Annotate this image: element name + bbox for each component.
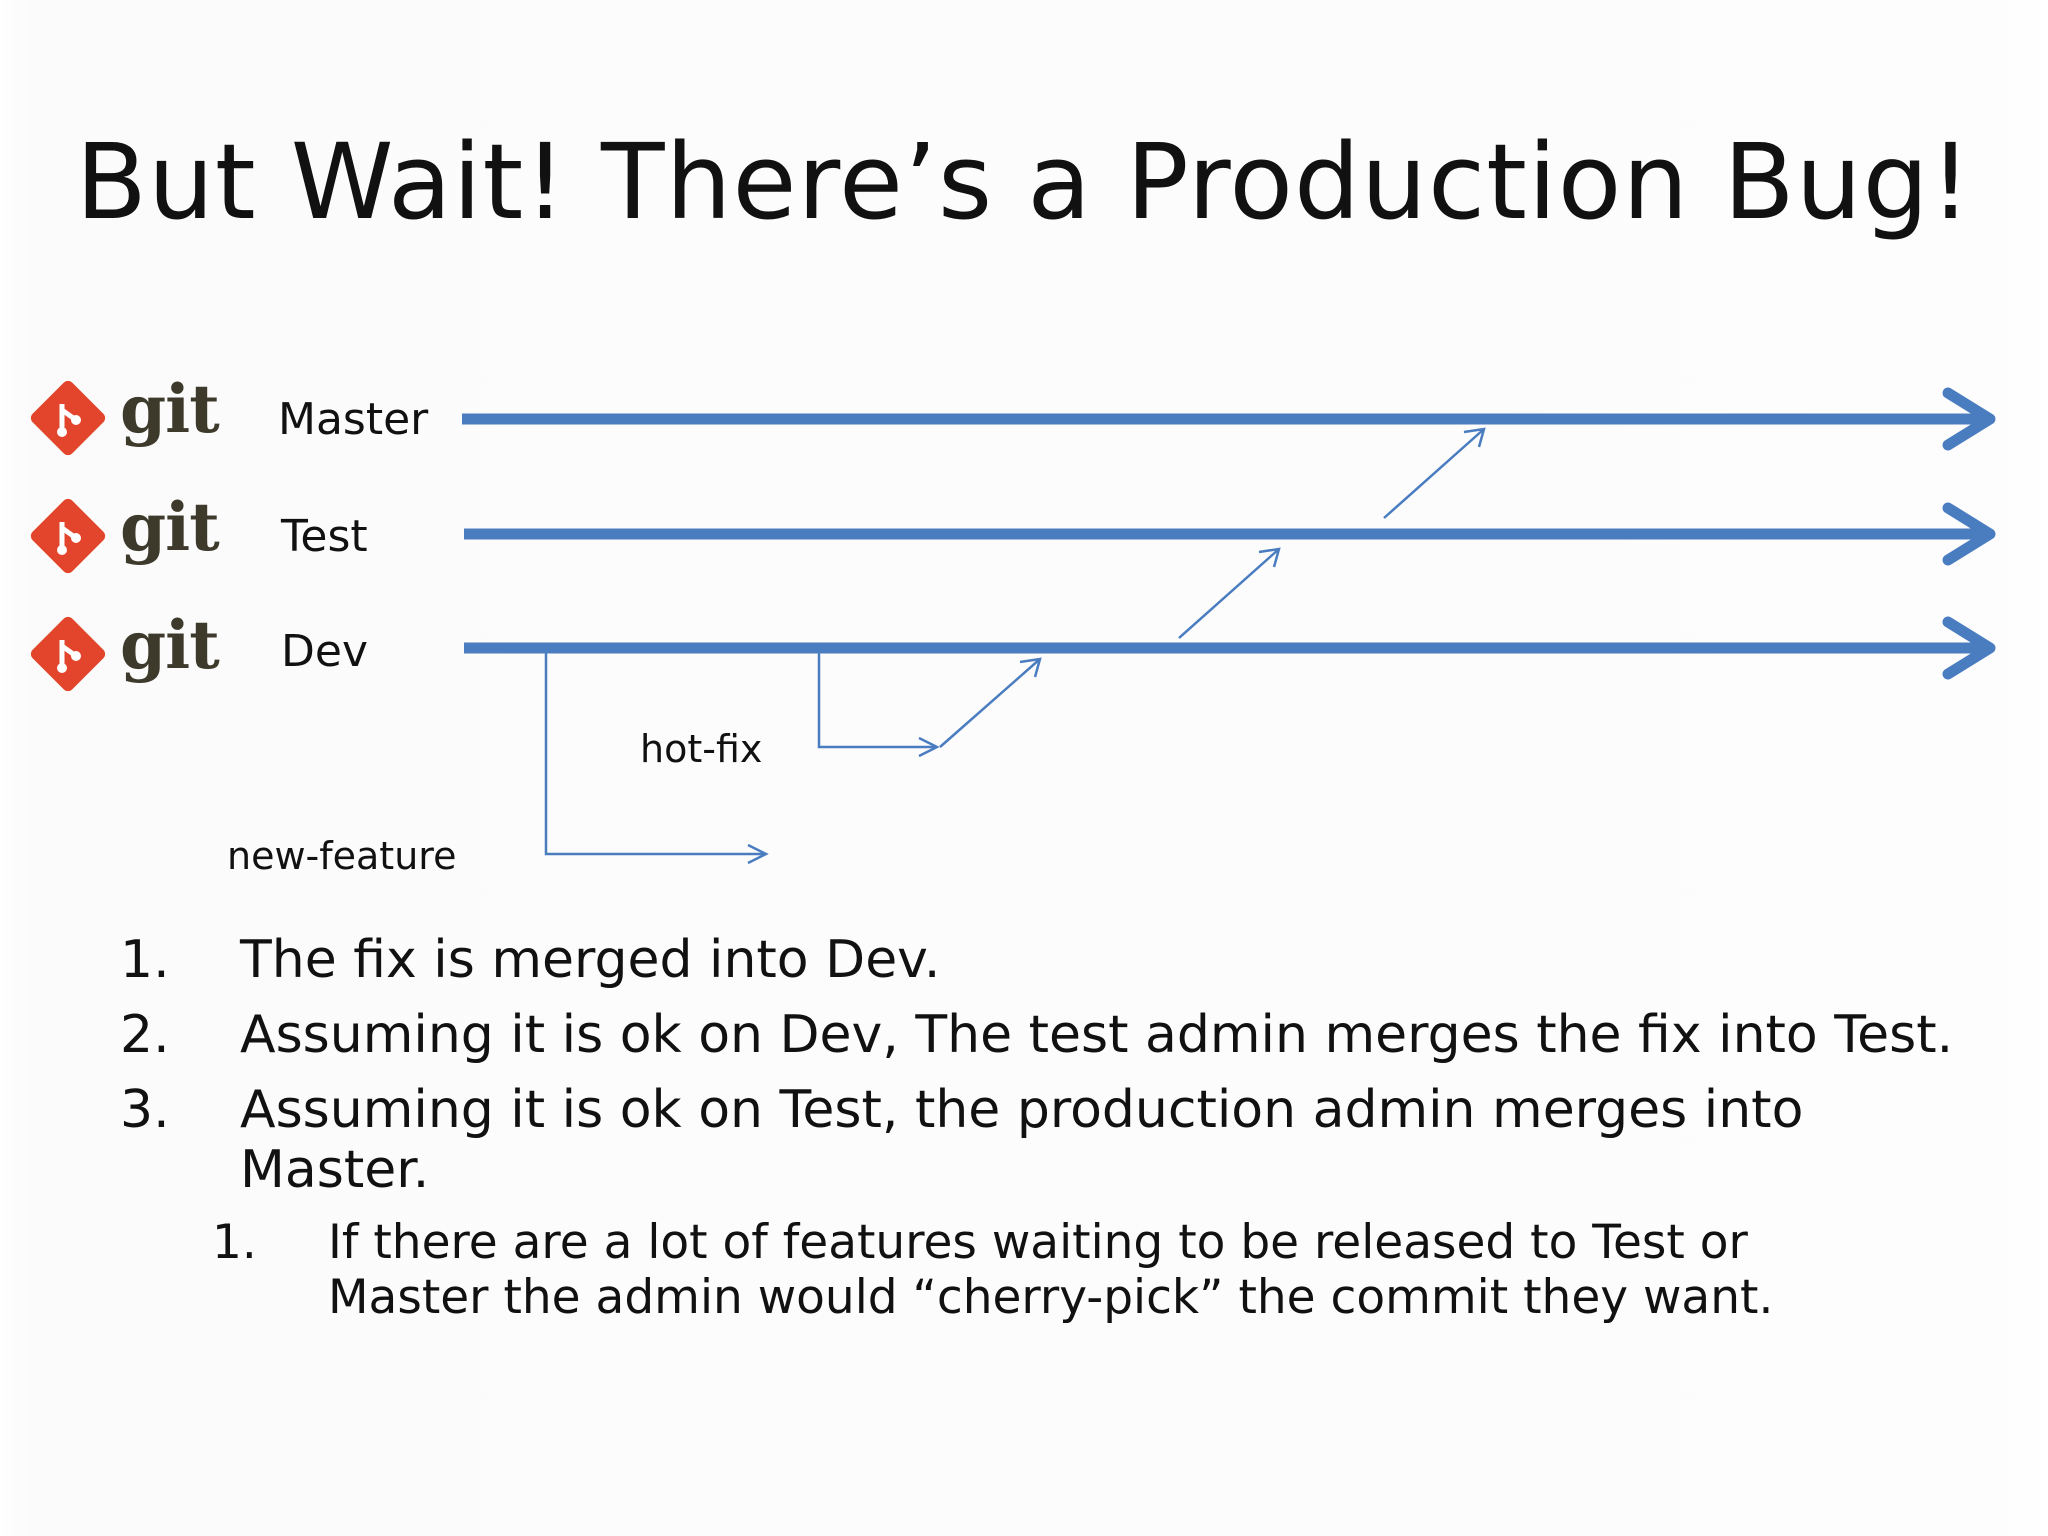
- step-number: 2.: [120, 1005, 170, 1065]
- step-text: Assuming it is ok on Dev, The test admin…: [240, 1005, 1954, 1065]
- branch-label-new-feature: new-feature: [227, 834, 457, 878]
- git-wordmark: git: [120, 370, 220, 448]
- list-item: 2. Assuming it is ok on Dev, The test ad…: [120, 1005, 1970, 1065]
- merge-arrow-dev-to-test: [1178, 547, 1281, 639]
- substep-text: If there are a lot of features waiting t…: [328, 1215, 1774, 1325]
- git-branch-glyph-icon: [57, 404, 81, 437]
- sub-list-item: 1. If there are a lot of features waitin…: [212, 1215, 1912, 1325]
- git-branch-glyph-icon: [57, 522, 81, 555]
- steps-list: 1. The fix is merged into Dev. 2. Assumi…: [120, 930, 1970, 1325]
- git-logo-test: git: [28, 494, 220, 580]
- branch-label-test: Test: [281, 511, 368, 562]
- master-line: [462, 387, 1996, 451]
- git-wordmark: git: [120, 488, 220, 566]
- branch-label-dev: Dev: [281, 626, 368, 677]
- hot-fix-branch: [817, 651, 940, 758]
- dev-line: [464, 616, 1996, 680]
- git-wordmark: git: [120, 606, 220, 684]
- step-text: The fix is merged into Dev.: [240, 930, 941, 990]
- test-line: [464, 502, 1996, 566]
- list-item: 3. Assuming it is ok on Test, the produc…: [120, 1080, 1820, 1200]
- merge-arrow-hotfix-to-dev: [939, 657, 1042, 748]
- step-text: Assuming it is ok on Test, the productio…: [240, 1080, 1804, 1200]
- git-branch-glyph-icon: [57, 640, 81, 673]
- step-number: 3.: [120, 1080, 170, 1140]
- merge-arrow-test-to-master: [1383, 427, 1486, 519]
- branch-label-hot-fix: hot-fix: [640, 727, 763, 771]
- step-number: 1.: [120, 930, 170, 990]
- substep-number: 1.: [212, 1215, 257, 1270]
- git-logo-dev: git: [28, 612, 220, 698]
- slide-title: But Wait! There’s a Production Bug!: [75, 121, 1973, 243]
- branch-label-master: Master: [278, 394, 429, 445]
- new-feature-branch: [544, 651, 769, 865]
- list-item: 1. The fix is merged into Dev.: [120, 930, 1970, 990]
- git-logo-master: git: [28, 376, 220, 462]
